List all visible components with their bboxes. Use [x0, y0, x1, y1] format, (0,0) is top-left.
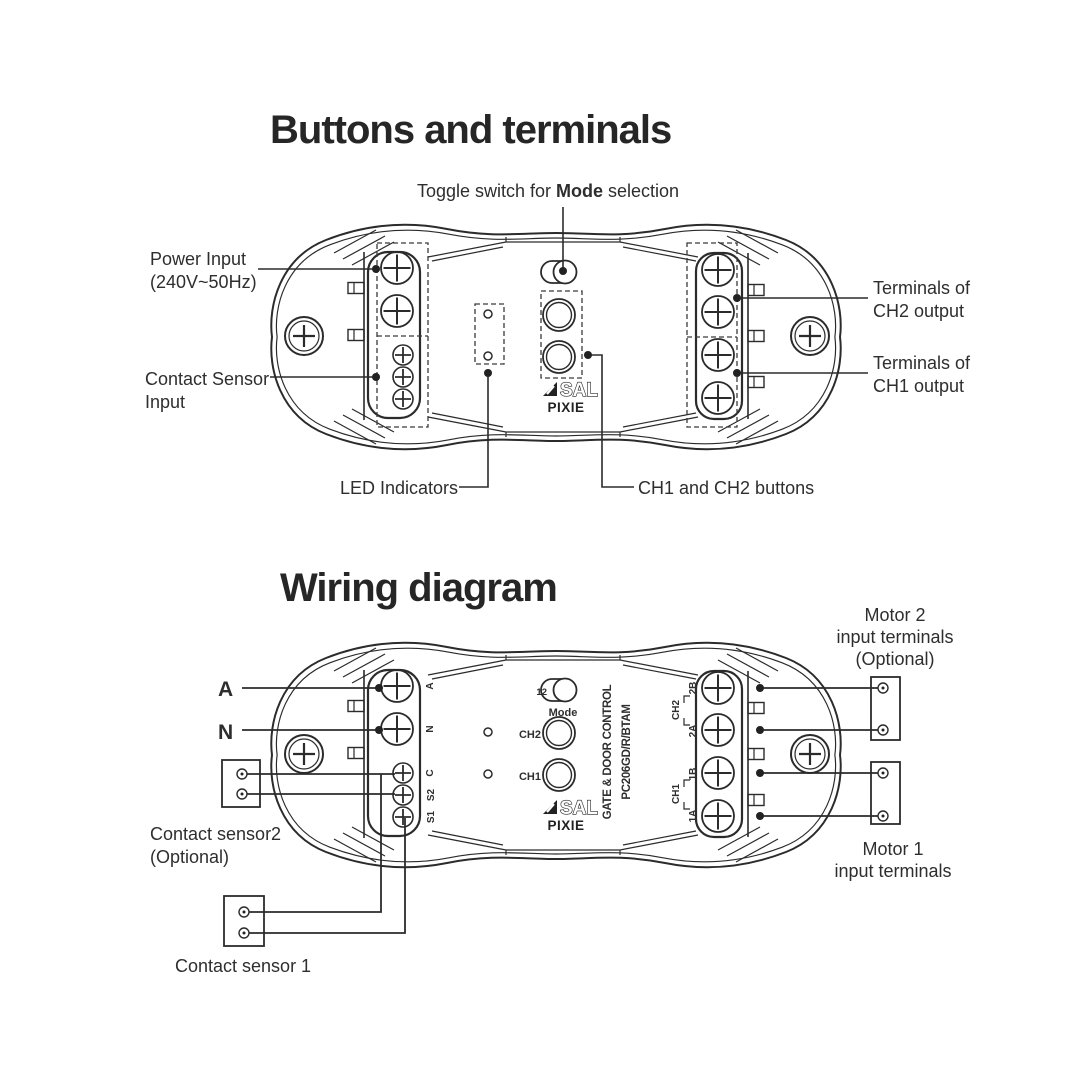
ch2-output-label-1: Terminals of: [873, 278, 971, 298]
product-model-label: PC206GD/R/BTAM: [621, 704, 633, 799]
wire-label-neutral: N: [218, 721, 233, 744]
ch2-output-label-2: CH2 output: [873, 301, 964, 321]
dashed-highlight-boxes: [376, 242, 738, 428]
terminal-label-c: C: [425, 769, 436, 776]
terminal-label-s1: S1: [426, 810, 437, 823]
sensor1-label: Contact sensor 1: [175, 956, 311, 976]
ch2-silk-label: CH2: [519, 729, 541, 741]
group-bracket-marks: [683, 695, 690, 810]
device-silkscreen: 12 Mode CH2 CH1 GATE & DOOR CONTROL PC20…: [425, 682, 699, 833]
contact-sensor-2: [221, 759, 395, 808]
terminal-label-2a: 2A: [688, 725, 699, 738]
motor1-label-2: input terminals: [834, 861, 951, 881]
wire-label-active: A: [218, 678, 233, 701]
sensor2-label-1: Contact sensor2: [150, 824, 281, 844]
motor-2-terminals: [756, 676, 901, 741]
brand-model-text: PIXIE: [547, 818, 584, 833]
ch1-silk-label: CH1: [519, 771, 541, 783]
contact-sensor-label-1: Contact Sensor: [145, 369, 269, 389]
sensor2-label-2: (Optional): [150, 847, 229, 867]
ch1-output-label-1: Terminals of: [873, 353, 971, 373]
terminal-label-a: A: [425, 682, 436, 689]
leader-buttons: [591, 354, 634, 488]
brand-logo-text: SAL: [560, 380, 598, 401]
product-name-label: GATE & DOOR CONTROL: [602, 684, 614, 819]
terminal-label-s2: S2: [426, 788, 437, 801]
section1-title: Buttons and terminals: [270, 108, 671, 152]
contact-sensor-1: [223, 774, 406, 947]
motor2-label-3: (Optional): [855, 649, 934, 669]
power-input-label-2: (240V~50Hz): [150, 272, 257, 292]
terminal-label-1a: 1A: [688, 810, 699, 823]
motor2-label-2: input terminals: [836, 627, 953, 647]
motor1-wires: [760, 772, 878, 817]
section2-title: Wiring diagram: [280, 566, 557, 610]
toggle-positions-label: 12: [536, 687, 547, 698]
terminal-label-2b: 2B: [688, 682, 699, 695]
led-indicators-label: LED Indicators: [340, 478, 458, 498]
device-top-view: [271, 225, 840, 450]
motor2-label-1: Motor 2: [864, 605, 925, 625]
motor-1-terminals: [756, 761, 901, 825]
brand-logo-text: SAL: [560, 798, 598, 819]
ch1-output-label-2: CH1 output: [873, 376, 964, 396]
contact-sensor-label-2: Input: [145, 392, 185, 412]
leader-led: [459, 376, 489, 488]
power-input-label-1: Power Input: [150, 249, 246, 269]
group-label-ch1: CH1: [671, 784, 682, 804]
sensor1-wires: [249, 774, 406, 934]
sensor2-wires: [247, 773, 395, 795]
toggle-annotation: Toggle switch for Mode selection: [417, 181, 679, 201]
device-wiring-view: [271, 643, 840, 868]
terminal-label-n: N: [425, 725, 436, 732]
motor2-wires: [760, 687, 878, 731]
motor1-label-1: Motor 1: [862, 839, 923, 859]
terminal-label-1b: 1B: [688, 768, 699, 781]
group-label-ch2: CH2: [671, 700, 682, 720]
ch-buttons-label: CH1 and CH2 buttons: [638, 478, 814, 498]
brand-model-text: PIXIE: [547, 400, 584, 415]
mode-label: Mode: [549, 707, 578, 719]
